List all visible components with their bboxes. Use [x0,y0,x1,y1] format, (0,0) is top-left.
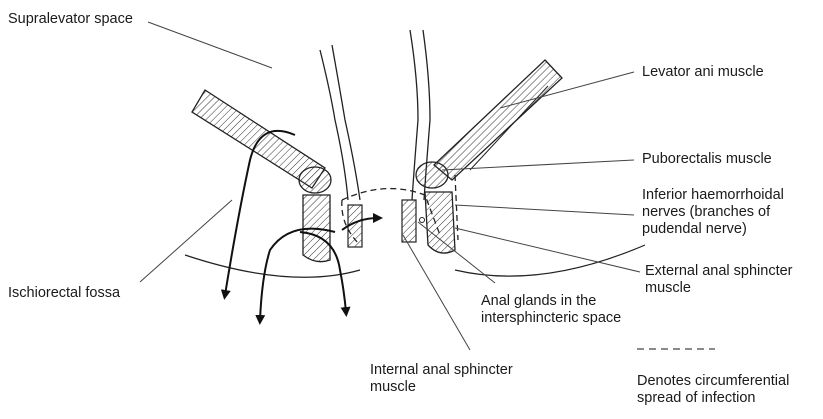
right-dashed [455,175,458,240]
label-internal-anal-sphincter: Internal anal sphincter muscle [370,362,513,396]
right-puborectalis [416,162,448,188]
anal-gland [420,218,425,223]
right-levator-ani [434,60,562,180]
right-external-sphincter [425,192,455,253]
legend-text: Denotes circumferential spread of infect… [637,373,789,407]
perineum-outline [185,245,645,277]
label-supralevator-space: Supralevator space [8,11,133,28]
label-ischiorectal-fossa: Ischiorectal fossa [8,285,120,302]
right-internal-sphincter [402,200,416,242]
label-external-anal-sphincter: External anal sphincter muscle [645,263,793,297]
left-internal-sphincter [348,205,362,247]
label-anal-glands: Anal glands in the intersphincteric spac… [481,293,621,327]
label-puborectalis: Puborectalis muscle [642,151,772,168]
label-inferior-haemorrhoidal-nerves: Inferior haemorrhoidal nerves (branches … [642,187,784,238]
label-levator-ani: Levator ani muscle [642,64,764,81]
left-puborectalis [299,167,331,193]
rectal-wall [320,30,430,200]
